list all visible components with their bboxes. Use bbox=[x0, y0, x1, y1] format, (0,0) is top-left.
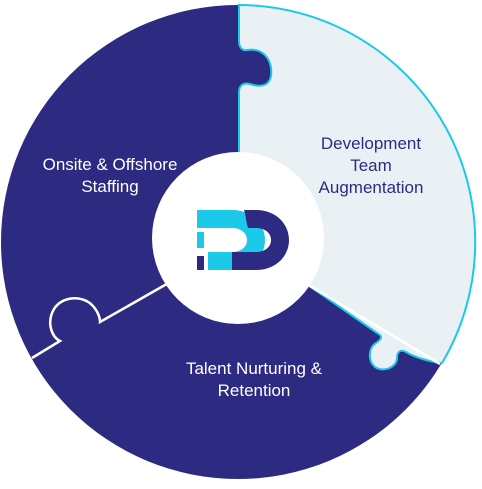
segment-label-development-team: Development Team Augmentation bbox=[292, 133, 450, 199]
segment-label-line: Augmentation bbox=[318, 178, 424, 197]
segment-label-line: Onsite & Offshore bbox=[42, 155, 178, 174]
segment-label-line: Retention bbox=[217, 381, 291, 400]
segment-label-offshore-staffing: Onsite & Offshore Staffing bbox=[20, 154, 200, 198]
center-hub bbox=[152, 152, 324, 324]
segment-label-line: Development bbox=[320, 134, 422, 153]
segment-label-line: Team bbox=[350, 156, 392, 175]
segment-divider-bottom bbox=[304, 281, 441, 366]
puzzle-tab-left bbox=[31, 279, 173, 360]
logo-navy-dot bbox=[197, 256, 204, 270]
logo-cyan-stem bbox=[197, 232, 204, 248]
dd-logo bbox=[197, 210, 289, 270]
logo-navy-d bbox=[232, 210, 289, 270]
segment-label-talent-nurturing: Talent Nurturing & Retention bbox=[157, 358, 351, 402]
segment-label-line: Talent Nurturing & bbox=[185, 359, 323, 378]
segment-label-line: Staffing bbox=[81, 177, 139, 196]
segment-development-team bbox=[238, 3, 477, 371]
